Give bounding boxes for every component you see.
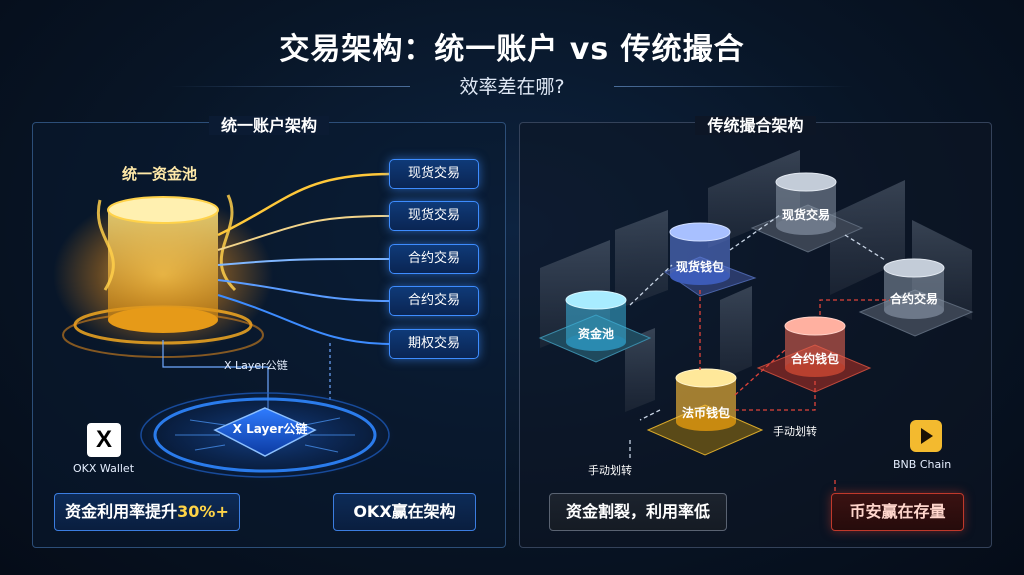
x-layer-chip-label: X Layer公链: [232, 422, 308, 436]
tank-futures-label: 合约交易: [889, 292, 938, 306]
subtitle-divider-left: [170, 86, 410, 87]
wall-1: [708, 150, 800, 248]
pool-top: [107, 196, 219, 224]
utilization-badge: 资金利用率提升30%+: [54, 493, 240, 531]
wall-3: [615, 210, 668, 310]
tank-fiat-wallet: [675, 368, 737, 431]
flow-line-5: [217, 294, 390, 345]
transfer-lines: [629, 214, 890, 495]
tank-futures-wallet: [784, 316, 846, 377]
tank-spot-label: 现货交易: [781, 208, 830, 222]
pool-body: [108, 210, 218, 320]
bnb-chain-label: BNB Chain: [893, 458, 952, 471]
trade-options[interactable]: 期权交易: [389, 329, 479, 359]
chain-disk-outer: [140, 392, 390, 478]
subtitle-divider-right: [614, 86, 854, 87]
flow-line-3: [217, 257, 390, 266]
page-subtitle: 效率差在哪?: [459, 76, 565, 98]
trade-spot-1[interactable]: 现货交易: [389, 159, 479, 189]
tank-spot-wallet: [669, 222, 731, 285]
tank-futures-wallet-label: 合约钱包: [790, 352, 839, 366]
tank-spot-wallet-label: 现货钱包: [675, 260, 724, 274]
trade-futures-2[interactable]: 合约交易: [389, 286, 479, 316]
manual-transfer-label-1: 手动划转: [773, 425, 817, 438]
unified-pool-label: 统一资金池: [122, 165, 198, 183]
flow-line-4: [217, 279, 390, 302]
right-panel-title: 传统撮合架构: [520, 112, 991, 136]
trade-futures-1[interactable]: 合约交易: [389, 244, 479, 274]
tank-pool-label: 资金池: [577, 327, 614, 341]
flow-line-1: [217, 172, 390, 237]
pool-splash-right: [219, 194, 237, 292]
pool-splash-left: [96, 199, 115, 291]
wall-7: [625, 328, 655, 412]
okx-architecture-badge: OKX赢在架构: [333, 493, 476, 531]
x-layer-chip: [213, 407, 317, 457]
bnb-chain-logo-icon: [910, 420, 942, 452]
pool-bottom: [108, 307, 218, 333]
binance-stock-badge: 币安赢在存量: [831, 493, 964, 531]
okx-wallet-label: OKX Wallet: [73, 462, 135, 475]
manual-transfer-label-2: 手动划转: [588, 464, 632, 477]
chain-connector: [162, 340, 269, 410]
x-layer-chain-label: X Layer公链: [224, 359, 288, 372]
fragmented-funds-badge: 资金割裂，利用率低: [549, 493, 727, 531]
tank-spot: [775, 172, 837, 235]
left-panel-title: 统一账户架构: [33, 112, 505, 136]
okx-logo-icon: X: [87, 423, 121, 457]
tank-pool: [565, 290, 627, 351]
tank-fiat-wallet-label: 法币钱包: [681, 406, 730, 420]
chain-disk-ring: [153, 397, 377, 473]
page-title: 交易架构：统一账户 vs 传统撮合: [279, 32, 745, 67]
trade-spot-2[interactable]: 现货交易: [389, 201, 479, 231]
wall-6: [720, 286, 752, 380]
circuit-traces: [175, 417, 355, 453]
flow-line-2: [217, 215, 390, 251]
tank-futures: [883, 258, 945, 319]
